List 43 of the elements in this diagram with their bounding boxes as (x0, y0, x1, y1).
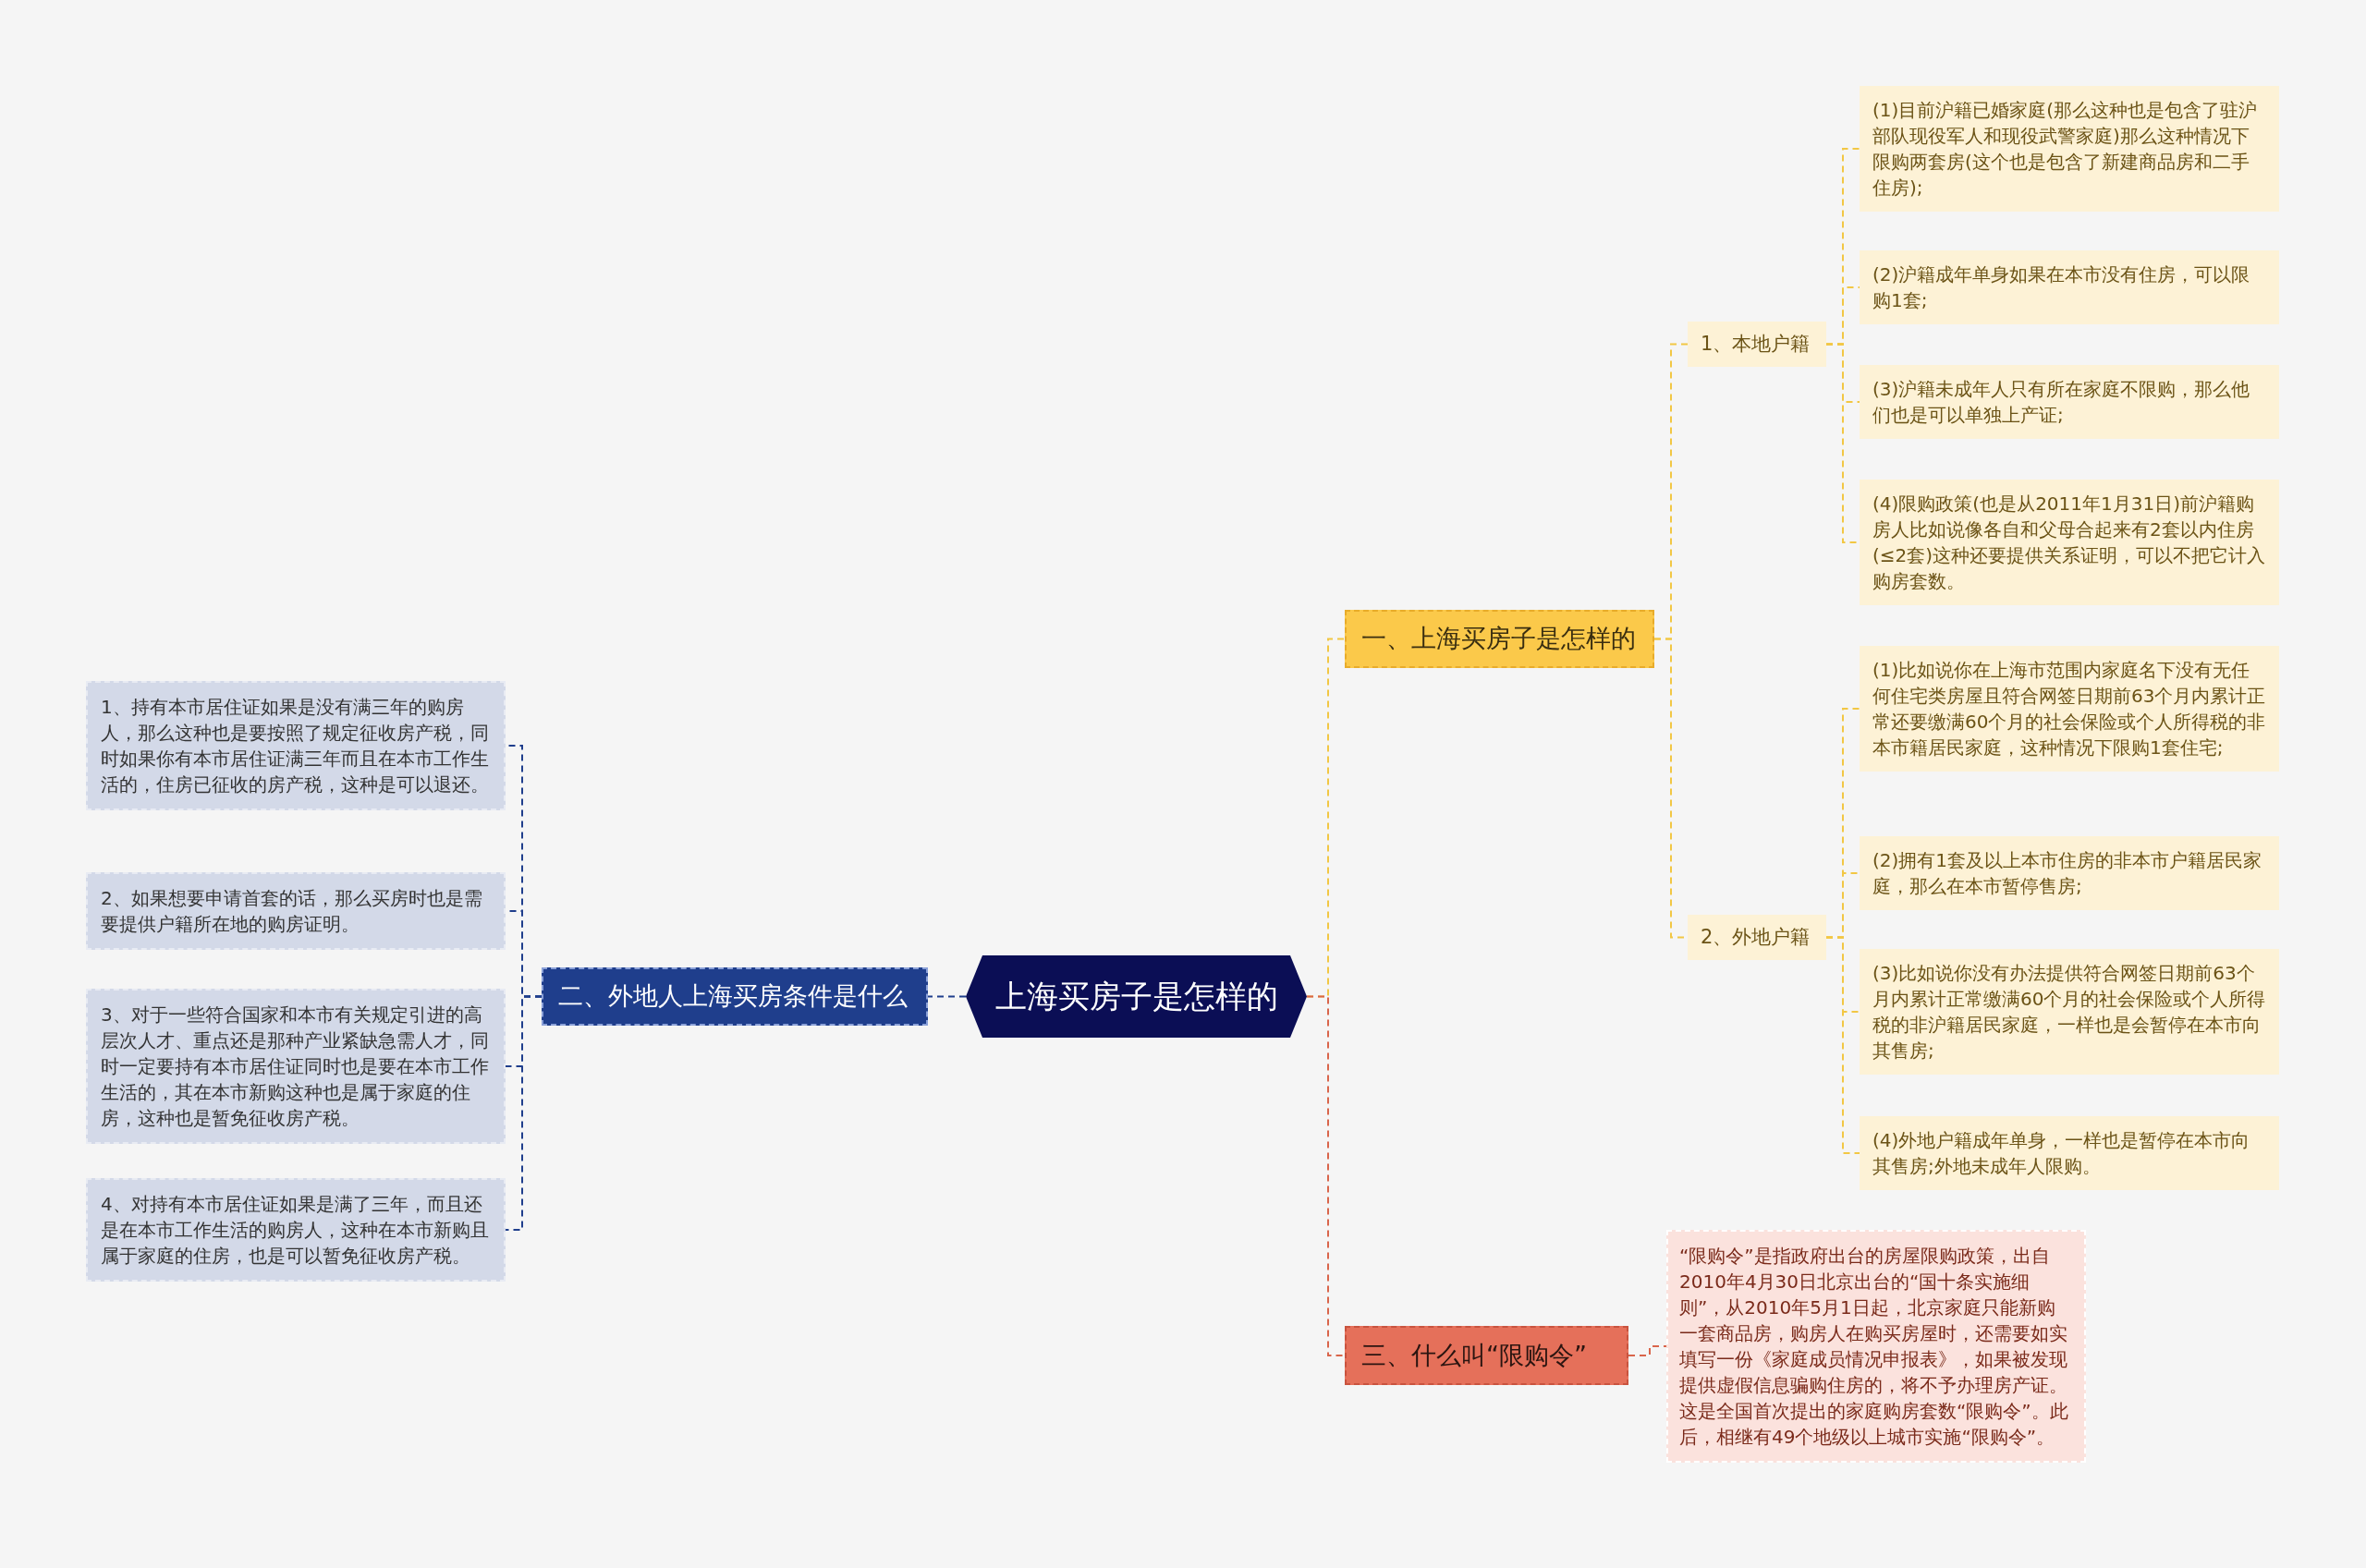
note-text: (4)限购政策(也是从2011年1月31日)前沪籍购房人比如说像各自和父母合起来有2套以内住房(≤2套)这种还要提供关系证明，可以不把它计入购房套数。 (1872, 492, 2266, 594)
note-text: (1)目前沪籍已婚家庭(那么这种也是包含了驻沪部队现役军人和现役武警家庭)那么这种情况下限购两套房(这个也是包含了新建商品房和二手住房); (1872, 98, 2259, 201)
topic-box (1345, 1326, 1628, 1385)
topic-label: 一、上海买房子是怎样的 (1361, 624, 1636, 654)
note-box (1666, 1230, 2086, 1463)
note-box (1860, 836, 2279, 910)
note-box (86, 989, 506, 1144)
note-text: (2)沪籍成年单身如果在本市没有住房，可以限购1套; (1872, 262, 2251, 313)
note-box (1860, 1116, 2279, 1190)
note-box (86, 1178, 506, 1282)
topic-label: 二、外地人上海买房条件是什么 (558, 981, 908, 1012)
note-text: 1、持有本市居住证如果是没有满三年的购房人，那么这种也是要按照了规定征收房产税，同时如果你有本市居住证满三年而且在本市工作生活的，住房已征收的房产税，这种是可以退还。 (101, 695, 490, 797)
topic-box (542, 967, 928, 1026)
topic-label: 上海买房子是怎样的 (994, 978, 1278, 1015)
note-text: (2)拥有1套及以上本市住房的非本市户籍居民家庭，那么在本市暂停售房; (1872, 848, 2263, 899)
note-text: (3)沪籍未成年人只有所在家庭不限购，那么他们也是可以单独上产证; (1872, 377, 2251, 428)
note-box (1860, 250, 2279, 324)
note-box (1860, 949, 2279, 1075)
note-box (1860, 365, 2279, 439)
topic-label: 2、外地户籍 (1701, 924, 1811, 950)
topic-label: 三、什么叫“限购令” (1361, 1340, 1587, 1371)
note-box (86, 872, 506, 950)
note-box (1860, 86, 2279, 212)
note-text: (1)比如说你在上海市范围内家庭名下没有无任何住宅类房屋且符合网签日期前63个月内累计正常还要缴满60个月的社会保险或个人所得税的非本市籍居民家庭，这种情况下限购1套住宅; (1872, 658, 2266, 760)
connector-line (927, 995, 967, 998)
note-text: 4、对持有本市居住证如果是满了三年，而且还是在本市工作生活的购房人，这种在本市新购且属于家庭的住房，也是可以暂免征收房产税。 (101, 1192, 490, 1269)
note-text: (4)外地户籍成年单身，一样也是暂停在本市向其售房;外地未成年人限购。 (1872, 1128, 2251, 1179)
connector-line (1628, 1345, 1667, 1356)
note-text: 2、如果想要申请首套的话，那么买房时也是需要提供户籍所在地的购房证明。 (101, 886, 483, 937)
subtopic-box (1688, 322, 1826, 367)
connector-line (1306, 995, 1346, 1356)
note-box (86, 681, 506, 810)
subtopic-box (1688, 915, 1826, 960)
topic-label: 1、本地户籍 (1701, 331, 1811, 357)
note-text: “限购令”是指政府出台的房屋限购政策，出自2010年4月30日北京出台的“国十条实施细则”，从2010年5月1日起，北京家庭只能新购一套商品房，购房人在购买房屋时，还需要如实填写一份《家庭成员情况申报表》，如果被发现提供虚假信息骗购住房的，将不予办理房产证。这是全国首次提出的家庭购房套数“限购令”。此后，相继有49个地级以上城市实施“限购令”。 (1679, 1244, 2069, 1450)
note-text: 3、对于一些符合国家和本市有关规定引进的高层次人才、重点还是那种产业紧缺急需人才，同时一定要持有本市居住证同时也是要在本市工作生活的，其在本市新购这种也是属于家庭的住房，这种也是暂免征收房产税。 (101, 1003, 490, 1131)
connector-line (1825, 936, 1860, 1154)
note-box (1860, 480, 2279, 605)
central-topic (966, 955, 1307, 1038)
note-text: (3)比如说你没有办法提供符合网签日期前63个月内累计正常缴满60个月的社会保险或个人所得税的非沪籍居民家庭，一样也是会暂停在本市向其售房; (1872, 961, 2266, 1064)
note-box (1860, 646, 2279, 772)
connector-line (505, 995, 543, 1231)
topic-box (1345, 610, 1654, 668)
